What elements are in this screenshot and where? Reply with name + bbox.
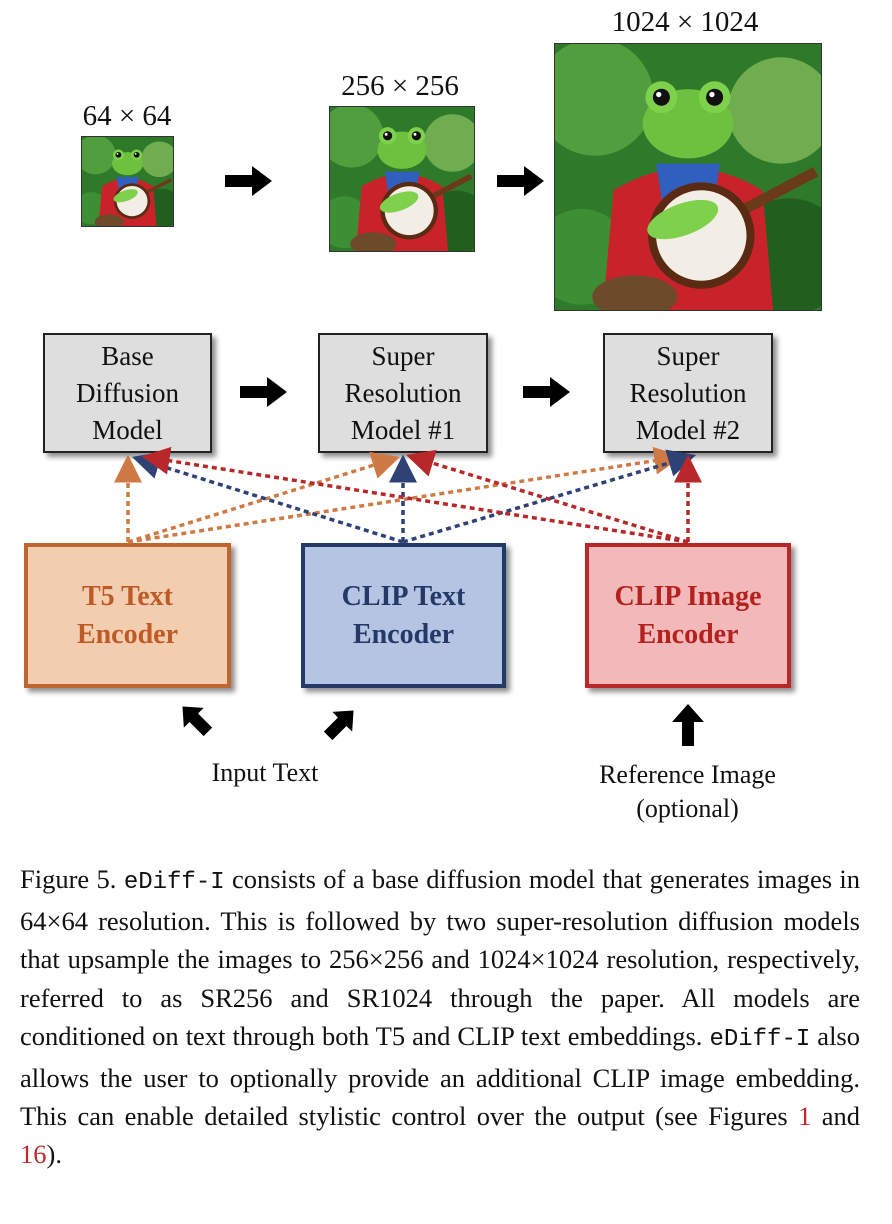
image-flow-arrow-2 xyxy=(497,166,544,196)
reference-image-label-line-1: Reference Image xyxy=(599,760,776,789)
caption-end: ). xyxy=(46,1139,62,1170)
sr2-line-3: Model #2 xyxy=(635,414,741,445)
caption-text-part-2: also allows the user to optionally provi… xyxy=(20,1020,860,1132)
figure-caption: Figure 5. eDiff-I consists of a base dif… xyxy=(20,860,860,1174)
super-resolution-model-2-box: Super Resolution Model #2 xyxy=(603,333,773,453)
frog-image-64 xyxy=(81,136,174,227)
caption-model-name-2: eDiff-I xyxy=(709,1025,811,1053)
model-flow-arrow-2 xyxy=(523,377,570,407)
clip-image-encoder-box: CLIP Image Encoder xyxy=(585,543,791,688)
sr2-line-2: Resolution xyxy=(629,377,747,408)
caption-label: Figure 5. xyxy=(20,864,117,894)
base-model-line-3: Model xyxy=(92,414,163,445)
frog-image-1024 xyxy=(554,43,822,311)
base-model-line-1: Base xyxy=(101,340,154,371)
t5-text-encoder-box: T5 Text Encoder xyxy=(24,543,231,688)
input-text-label: Input Text xyxy=(211,758,319,787)
reference-image-label-line-2: (optional) xyxy=(636,794,739,823)
t5-encoder-line-2: Encoder xyxy=(76,618,179,650)
resolution-label-64: 64 × 64 xyxy=(82,100,172,132)
resolution-label-1024: 1024 × 1024 xyxy=(611,6,759,38)
caption-model-name: eDiff-I xyxy=(123,869,225,896)
frog-image-256 xyxy=(329,106,475,252)
resolution-label-256: 256 × 256 xyxy=(341,70,459,102)
sr1-line-3: Model #1 xyxy=(350,414,456,445)
clip-image-encoder-line-2: Encoder xyxy=(637,618,739,650)
clip-image-encoder-line-1: CLIP Image xyxy=(614,580,762,612)
model-flow-arrow-1 xyxy=(240,377,287,407)
input-text-arrow-to-t5 xyxy=(182,706,213,737)
diagram-connections xyxy=(114,166,704,746)
image-flow-arrow-1 xyxy=(225,166,272,196)
sr1-line-2: Resolution xyxy=(344,377,462,408)
caption-and: and xyxy=(811,1101,860,1132)
sr2-line-1: Super xyxy=(656,340,720,371)
reference-image-label: Reference Image (optional) xyxy=(570,758,805,826)
figure-reference-16-link[interactable]: 16 xyxy=(20,1139,47,1170)
sr1-line-1: Super xyxy=(371,340,435,371)
clip-text-encoder-line-1: CLIP Text xyxy=(341,580,466,612)
t5-encoder-line-1: T5 Text xyxy=(81,580,173,612)
t5-connections xyxy=(114,446,683,544)
base-diffusion-model-box: Base Diffusion Model xyxy=(43,333,212,453)
figure-reference-1-link[interactable]: 1 xyxy=(798,1101,812,1132)
clip-image-connections xyxy=(141,446,702,544)
input-text-arrow-to-clip xyxy=(323,710,354,741)
clip-text-connections xyxy=(131,449,697,544)
clip-text-encoder-box: CLIP Text Encoder xyxy=(301,543,506,688)
reference-image-arrow xyxy=(672,704,704,746)
super-resolution-model-1-box: Super Resolution Model #1 xyxy=(318,333,488,453)
base-model-line-2: Diffusion xyxy=(75,377,179,408)
caption-text-part-1: consists of a base diffusion model that … xyxy=(20,864,861,1051)
clip-text-encoder-line-2: Encoder xyxy=(352,618,455,650)
